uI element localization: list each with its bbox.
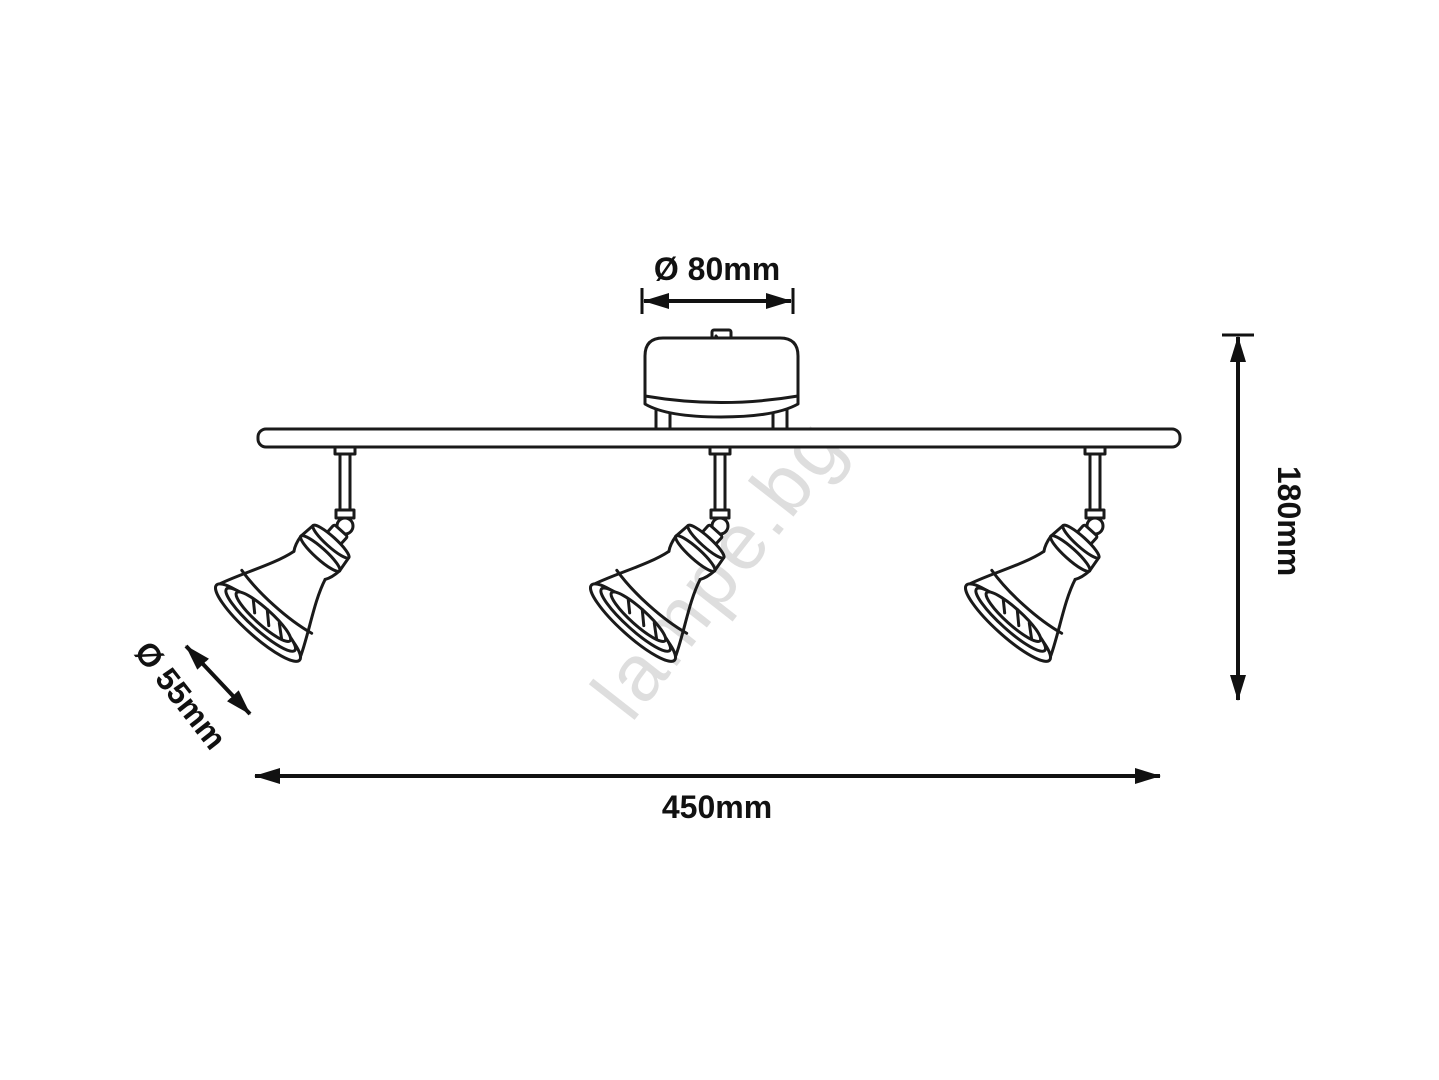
dimension-top-diameter: Ø 80mm [640, 251, 795, 314]
canopy-rim-line [643, 394, 800, 404]
spotlight-head-3 [956, 445, 1135, 672]
canopy-body [643, 336, 800, 419]
dimension-arrow [184, 644, 252, 716]
dimension-label-width: 450mm [662, 789, 772, 825]
dimension-width: 450mm [254, 768, 1161, 825]
ceiling-canopy [643, 328, 800, 432]
dimension-shade-diameter: Ø 55mm [128, 634, 252, 756]
dimension-label-top-diameter: Ø 80mm [654, 251, 780, 287]
track-bar [256, 427, 1182, 449]
dimension-height: 180mm [1222, 333, 1307, 701]
spotlight-head-1 [206, 445, 385, 672]
dimension-label-height: 180mm [1271, 466, 1307, 576]
dimension-label-shade-diameter: Ø 55mm [128, 634, 234, 756]
